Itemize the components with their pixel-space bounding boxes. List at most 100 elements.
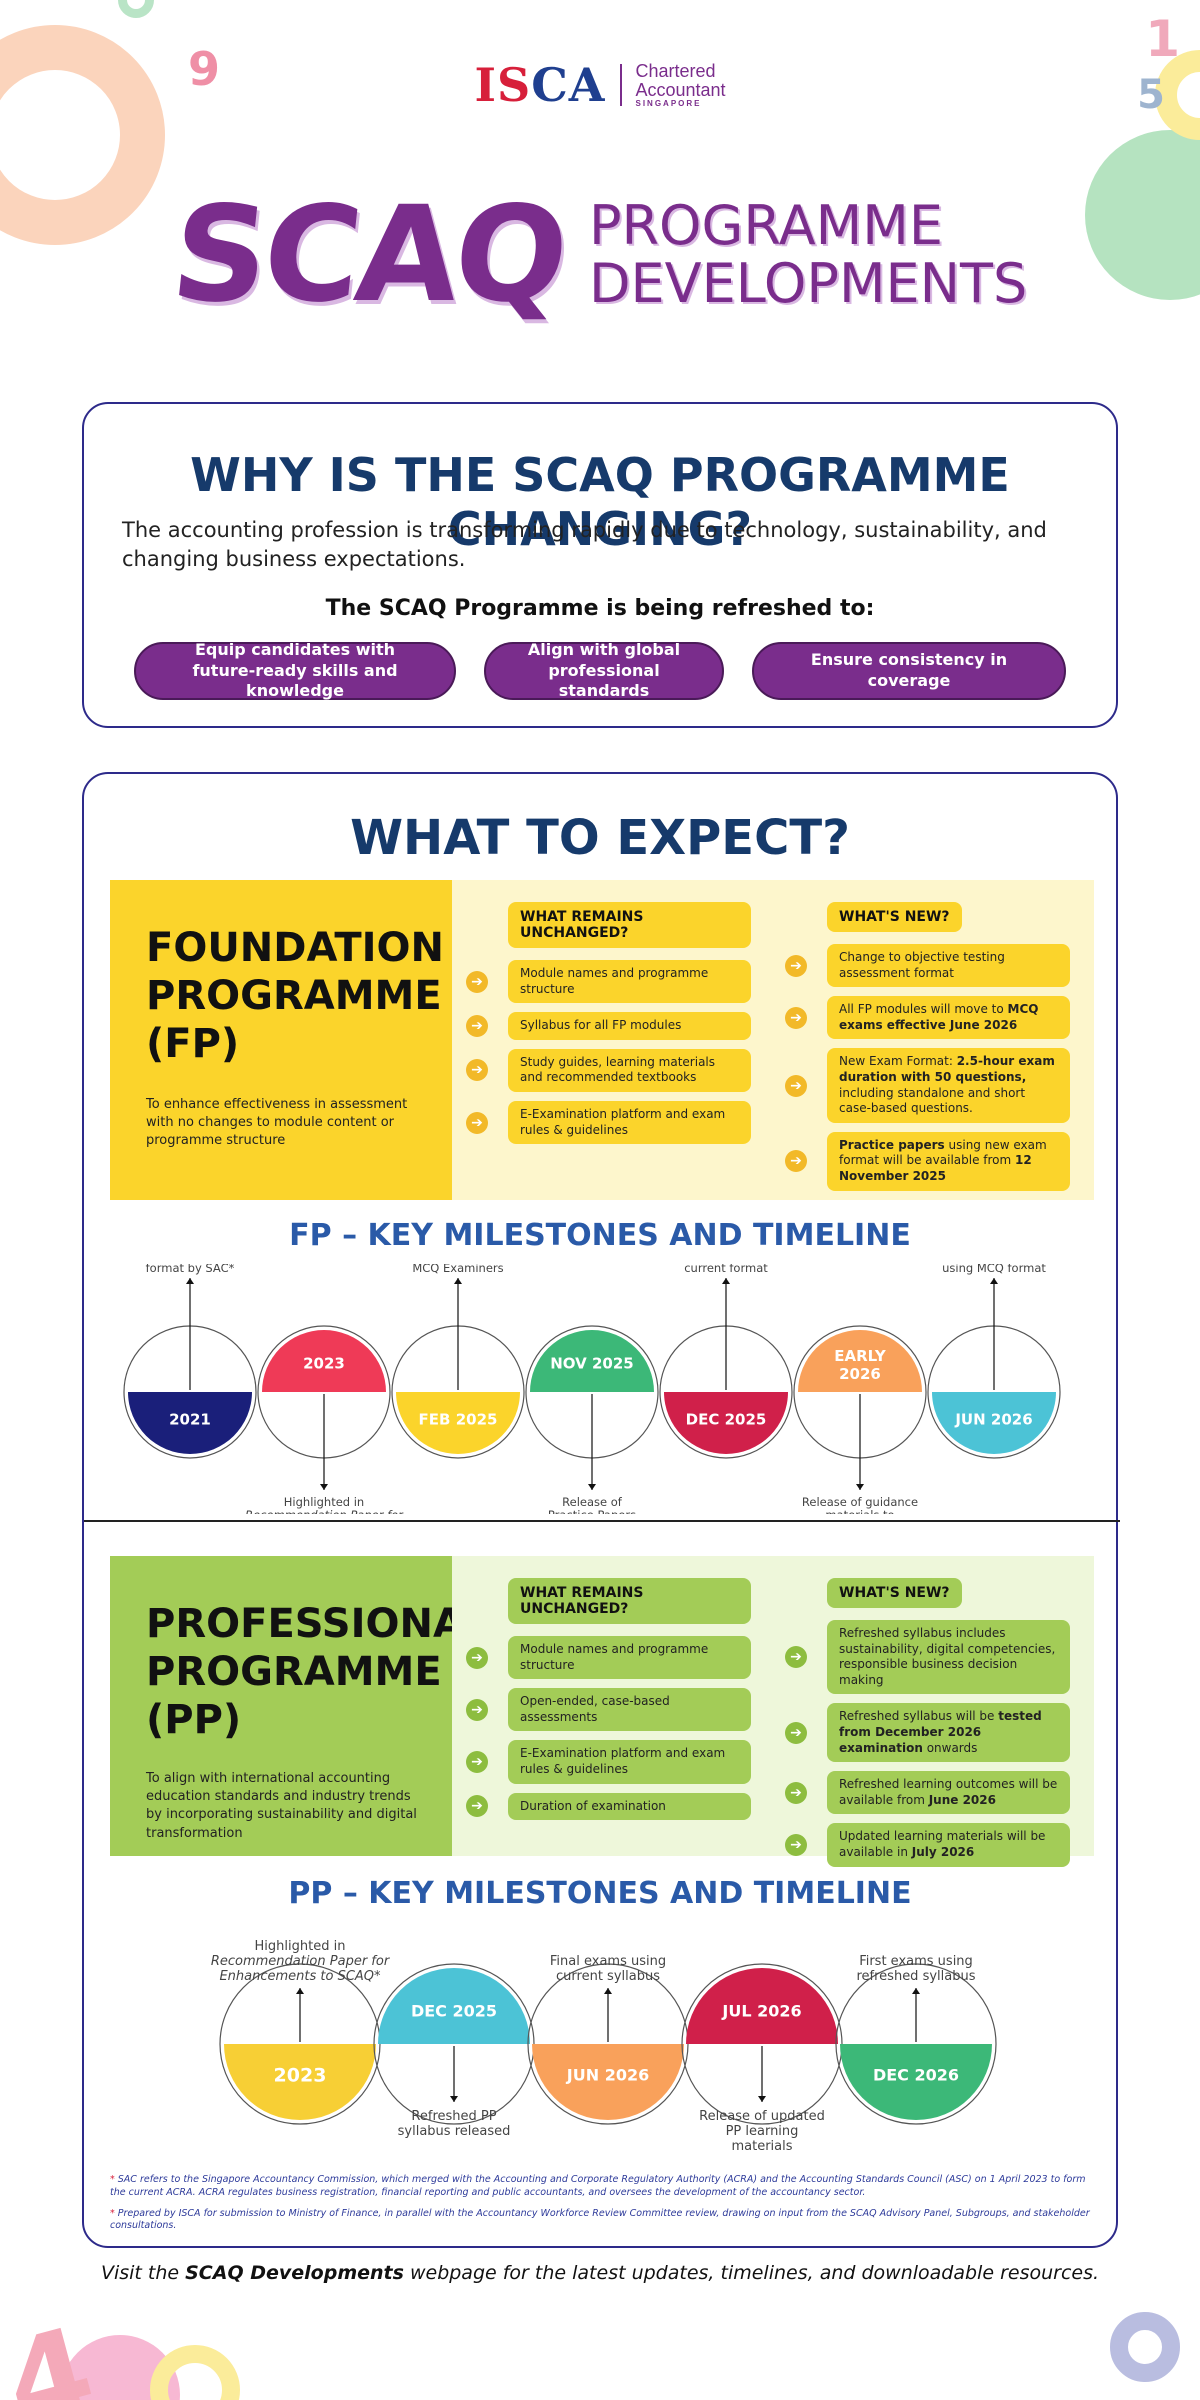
professional-programme-panel: PROFESSIONAL PROGRAMME (PP) To align wit… (110, 1556, 1094, 1867)
foundation-programme-panel: FOUNDATION PROGRAMME (FP) To enhance eff… (110, 880, 1094, 1200)
list-item: ➔E-Examination platform and exam rules &… (466, 1740, 751, 1784)
list-item: ➔Change to objective testing assessment … (785, 944, 1070, 988)
title-side-line2: DEVELOPMENTS (588, 252, 1028, 315)
fp-arrow-down-icon (320, 1484, 328, 1490)
arrow-right-icon: ➔ (785, 1150, 807, 1173)
fp-new-heading: WHAT'S NEW? (827, 902, 962, 932)
item-text: Module names and programme structure (508, 960, 751, 1004)
why-description: The accounting profession is transformin… (122, 518, 1047, 572)
title-side: PROGRAMME DEVELOPMENTS (588, 193, 1028, 315)
pp-new-heading: WHAT'S NEW? (827, 1578, 962, 1608)
fp-milestone: FEB 2025Appointment ofMCQ Examiners (391, 1264, 525, 1459)
pp-milestone-label: 2023 (274, 2064, 327, 2086)
fp-milestone-half (262, 1330, 386, 1392)
fp-timeline: 2021Consultationand approval ofchange in… (123, 1264, 1061, 1514)
arrow-right-icon: ➔ (785, 1721, 807, 1744)
decorative-ring-small (118, 0, 154, 18)
pp-unchanged-column: WHAT REMAINS UNCHANGED? ➔Module names an… (466, 1578, 751, 1856)
pp-name: PROFESSIONAL PROGRAMME (PP) (146, 1600, 489, 1744)
section-divider (84, 1520, 1120, 1522)
logo-divider (619, 64, 622, 106)
goal-pill-consistency: Ensure consistency in coverage (752, 642, 1066, 700)
fp-arrow-up-icon (722, 1278, 730, 1284)
arrow-right-icon: ➔ (785, 954, 807, 977)
pp-milestone-half (224, 2044, 376, 2120)
item-text: Syllabus for all FP modules (508, 1012, 751, 1040)
item-text: All FP modules will move to MCQ exams ef… (827, 996, 1070, 1040)
fp-name-line3: (FP) (146, 1021, 240, 1067)
list-item: ➔All FP modules will move to MCQ exams e… (785, 996, 1070, 1040)
fp-arrow-up-icon (454, 1278, 462, 1284)
list-item: ➔Study guides, learning materials and re… (466, 1048, 751, 1092)
fp-milestone-half (530, 1330, 654, 1392)
why-changing-card: WHY IS THE SCAQ PROGRAMME CHANGING? The … (82, 402, 1118, 728)
list-item: ➔ Refreshed syllabus will be tested from … (785, 1703, 1070, 1763)
fp-details: WHAT REMAINS UNCHANGED? ➔Module names an… (452, 880, 1094, 1200)
fp-name: FOUNDATION PROGRAMME (FP) (146, 924, 444, 1068)
fp-milestone-half (798, 1330, 922, 1392)
fp-milestone-label: JUN 2026 (954, 1410, 1032, 1428)
footnotes: * SAC refers to the Singapore Accountanc… (110, 2174, 1094, 2241)
fp-unchanged-column: WHAT REMAINS UNCHANGED? ➔Module names an… (466, 902, 751, 1200)
fp-timeline-title: FP – KEY MILESTONES AND TIMELINE (289, 1218, 911, 1253)
fp-milestone-half (932, 1392, 1056, 1454)
pp-name-line2: PROGRAMME (146, 1649, 442, 1695)
arrow-right-icon: ➔ (466, 1059, 488, 1082)
item-text: E-Examination platform and exam rules & … (508, 1100, 751, 1145)
pp-new-column: WHAT'S NEW? ➔Refreshed syllabus includes… (785, 1578, 1070, 1867)
fp-milestone-half (128, 1392, 252, 1454)
pp-milestone-label: DEC 2026 (873, 2065, 959, 2084)
title-scaq: SCAQ (164, 178, 572, 332)
why-subtitle: The SCAQ Programme is being refreshed to… (325, 596, 875, 621)
arrow-right-icon: ➔ (785, 1781, 807, 1804)
decorative-number-9: 9 (188, 42, 221, 96)
pp-name-line3: (PP) (146, 1697, 242, 1743)
arrow-right-icon: ➔ (466, 970, 488, 993)
arrow-right-icon: ➔ (466, 1795, 488, 1818)
fp-arrow-down-icon (856, 1484, 864, 1490)
arrow-right-icon: ➔ (785, 1646, 807, 1669)
scaq-developments-link[interactable]: SCAQ Developments (185, 2262, 404, 2284)
fp-summary: FOUNDATION PROGRAMME (FP) To enhance eff… (110, 880, 452, 1200)
fp-milestone-note: Appointment ofMCQ Examiners (412, 1264, 503, 1275)
fp-description: To enhance effectiveness in assessment w… (146, 1097, 408, 1149)
title-side-line1: PROGRAMME (588, 193, 943, 257)
fp-name-line1: FOUNDATION (146, 925, 444, 971)
pp-timeline-title: PP – KEY MILESTONES AND TIMELINE (288, 1876, 912, 1911)
logo-ca-line1: Chartered (635, 60, 716, 81)
pp-arrow-down-icon (758, 2096, 766, 2102)
isca-logo[interactable]: ISCA (474, 58, 606, 112)
pp-milestone-half (378, 1968, 530, 2044)
why-title: WHY IS THE SCAQ PROGRAMME CHANGING? (190, 448, 1010, 556)
pill2-line1: Align with global (527, 639, 681, 659)
arrow-right-icon: ➔ (466, 1646, 488, 1669)
fp-milestone-half (664, 1392, 788, 1454)
fp-arrow-up-icon (990, 1278, 998, 1284)
decorative-ring-blue (1110, 2312, 1180, 2382)
list-item: ➔New Exam Format: 2.5-hour exam duration… (785, 1048, 1070, 1123)
fp-arrow-down-icon (588, 1484, 596, 1490)
pp-milestone-label: JUL 2026 (721, 2002, 801, 2021)
pill2-line2: professional standards (548, 660, 660, 701)
fp-arrow-up-icon (186, 1278, 194, 1284)
pp-milestone-half (532, 2044, 684, 2120)
pp-milestone-outline (835, 1963, 997, 2125)
arrow-right-icon: ➔ (785, 1833, 807, 1856)
item-text: Refreshed syllabus will be tested from D… (827, 1703, 1070, 1763)
item-text: Module names and programme structure (508, 1636, 751, 1680)
fp-milestone-note: Release of guidancematerials tosupport t… (802, 1495, 918, 1514)
item-text: Duration of examination (508, 1792, 751, 1821)
